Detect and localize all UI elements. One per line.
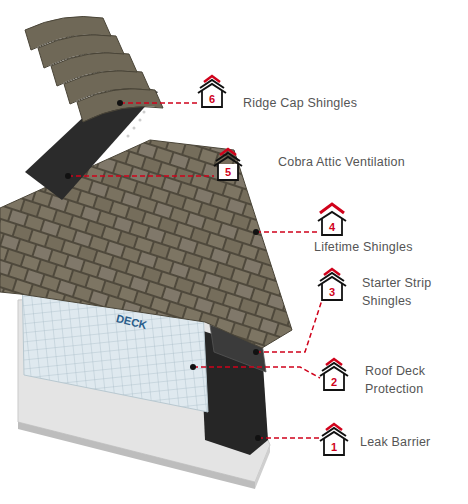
part-label: Cobra Attic Ventilation (278, 153, 463, 171)
house-icon (320, 424, 348, 455)
house-icon (198, 76, 226, 107)
part-label: Leak Barrier (360, 433, 465, 451)
house-icon (320, 359, 348, 390)
leader-line (258, 437, 320, 439)
part-label: Starter Strip Shingles (362, 274, 450, 310)
leader-dot (253, 229, 259, 235)
leader-line (68, 175, 214, 177)
callout-number: 2 (324, 375, 344, 389)
leader-dots (65, 100, 261, 441)
leader-dot (190, 364, 196, 370)
callout-number: 1 (324, 440, 344, 454)
leader-line (120, 102, 198, 104)
icon-body (324, 439, 344, 455)
callout-number: 3 (322, 285, 342, 299)
leader-dot (255, 435, 261, 441)
leader-line (193, 367, 320, 378)
leader-line (256, 231, 318, 233)
leader-dot (117, 100, 123, 106)
callout-number: 6 (202, 92, 222, 106)
vent-hole (143, 111, 146, 114)
icon-body (322, 219, 342, 235)
part-label: Ridge Cap Shingles (243, 94, 443, 112)
part-label: Lifetime Shingles (314, 238, 464, 256)
icon-body (202, 91, 222, 107)
leader-lines (68, 103, 322, 438)
icon-body (218, 164, 238, 180)
vent-hole (127, 135, 130, 138)
vent-hole (139, 119, 142, 122)
leader-dot (253, 349, 259, 355)
part-label: Roof Deck Protection (365, 362, 453, 398)
icon-body (324, 374, 344, 390)
vent-hole (133, 127, 136, 130)
ridge-caps (25, 17, 163, 123)
icon-body (322, 284, 342, 300)
deck-edge (255, 445, 270, 489)
leader-line (256, 300, 322, 352)
house-icon (318, 269, 346, 300)
ridge-cap (25, 17, 111, 51)
callout-number: 5 (218, 165, 238, 179)
callout-number: 4 (322, 220, 342, 234)
house-icon (318, 204, 346, 235)
house-icon (214, 149, 242, 180)
leader-dot (65, 173, 71, 179)
